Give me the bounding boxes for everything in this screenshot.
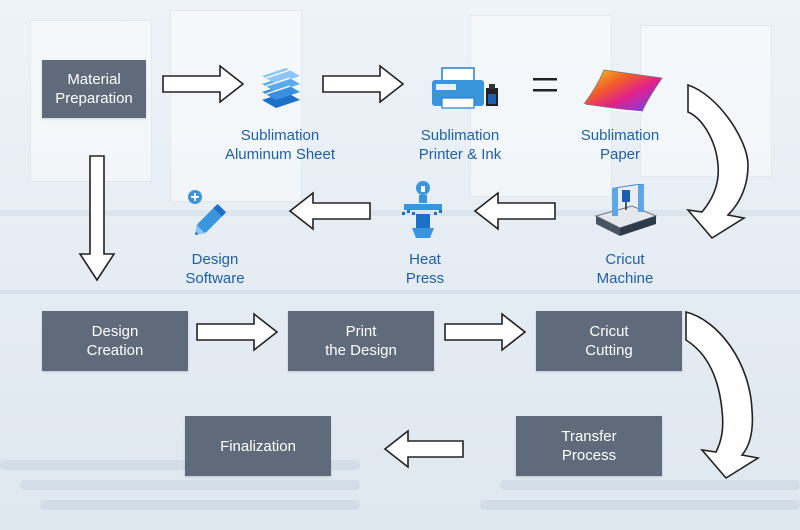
label-design-software: Design Software — [185, 251, 245, 287]
arrow-down-1 — [78, 155, 116, 282]
aluminum-sheet-icon — [262, 68, 300, 108]
label-heat-press: Heat Press — [405, 251, 445, 287]
step-label: Material Preparation — [55, 71, 133, 107]
arrow-left-2 — [288, 191, 371, 231]
step-material-preparation: Material Preparation — [42, 60, 146, 118]
step-label: Design Creation — [86, 323, 144, 359]
arrow-right-4 — [444, 312, 527, 352]
label-aluminum-sheet: Sublimation Aluminum Sheet — [224, 127, 336, 163]
label-paper: Sublimation Paper — [580, 127, 660, 163]
step-label: Transfer Process — [561, 428, 617, 464]
equals-icon — [533, 78, 557, 92]
step-transfer-process: Transfer Process — [516, 416, 662, 476]
paper-icon — [583, 69, 663, 113]
printer-icon — [432, 67, 498, 109]
label-printer-ink: Sublimation Printer & Ink — [418, 127, 502, 163]
heat-press-icon — [402, 181, 442, 238]
step-cricut-cutting: Cricut Cutting — [536, 311, 682, 371]
arrow-left-3 — [383, 429, 464, 469]
curved-arrow-1 — [686, 83, 749, 240]
arrow-left-1 — [473, 191, 556, 231]
step-finalization: Finalization — [185, 416, 331, 476]
arrow-right-3 — [196, 312, 279, 352]
step-label: Print the Design — [325, 323, 397, 359]
label-cricut-machine: Cricut Machine — [596, 251, 654, 287]
design-software-icon — [188, 190, 226, 235]
step-print-design: Print the Design — [288, 311, 434, 371]
arrow-right-2 — [322, 64, 405, 104]
arrow-right-1 — [162, 64, 245, 104]
step-design-creation: Design Creation — [42, 311, 188, 371]
step-label: Finalization — [220, 437, 296, 455]
step-label: Cricut Cutting — [585, 323, 633, 359]
curved-arrow-2 — [685, 310, 761, 480]
cricut-machine-icon — [594, 184, 658, 236]
